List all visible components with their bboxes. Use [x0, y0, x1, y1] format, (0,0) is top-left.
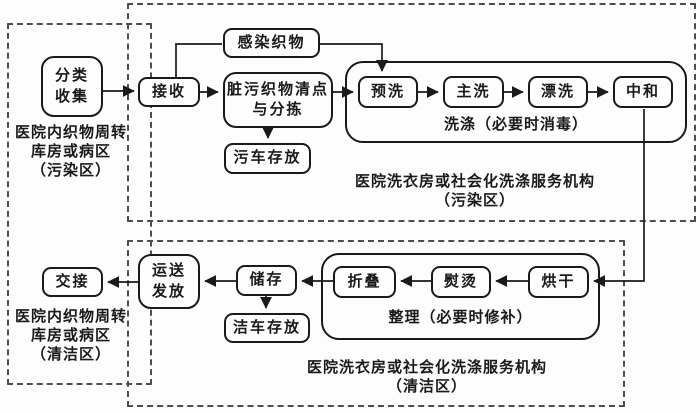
- node-sort-collect: 分类 收集: [41, 56, 103, 117]
- node-count-sort: 脏污织物清点 与分拣: [223, 72, 333, 128]
- group-finishing-box: [321, 253, 600, 340]
- node-receive: 接收: [138, 77, 200, 107]
- zone-laundry-dirty-box: [127, 3, 696, 222]
- node-main-wash: 主洗: [443, 76, 504, 108]
- label-group-washing: 洗涤（必要时消毒）: [443, 117, 588, 133]
- node-store: 储存: [236, 265, 297, 296]
- zone-hospital-box: [7, 23, 152, 385]
- label-group-finishing: 整理（必要时修补）: [388, 310, 533, 326]
- node-iron: 熨烫: [431, 266, 491, 298]
- node-rinse: 漂洗: [528, 76, 588, 108]
- node-fold: 折叠: [333, 266, 396, 298]
- label-zone-laundry-clean: 医院洗衣房或社会化洗涤服务机构 （清洁区）: [307, 360, 548, 396]
- label-zone-laundry-dirty: 医院洗衣房或社会化洗涤服务机构 （污染区）: [355, 174, 596, 210]
- node-clean-cart-storage: 洁车存放: [224, 313, 310, 343]
- node-transport-dispatch: 运送 发放: [138, 254, 200, 309]
- node-neutralize: 中和: [613, 76, 673, 108]
- node-handover: 交接: [42, 267, 103, 297]
- label-zone-hospital-clean: 医院内织物周转 库房或病区 （清洁区）: [14, 309, 127, 364]
- node-prewash: 预洗: [358, 76, 418, 108]
- node-dirty-cart-storage: 污车存放: [224, 143, 311, 174]
- label-zone-hospital-dirty: 医院内织物周转 库房或病区 （污染区）: [14, 125, 127, 180]
- zone-laundry-clean-box: [127, 240, 625, 407]
- node-dry: 烘干: [528, 266, 589, 298]
- node-infected-textile: 感染织物: [223, 28, 320, 58]
- group-washing-box: [345, 61, 687, 143]
